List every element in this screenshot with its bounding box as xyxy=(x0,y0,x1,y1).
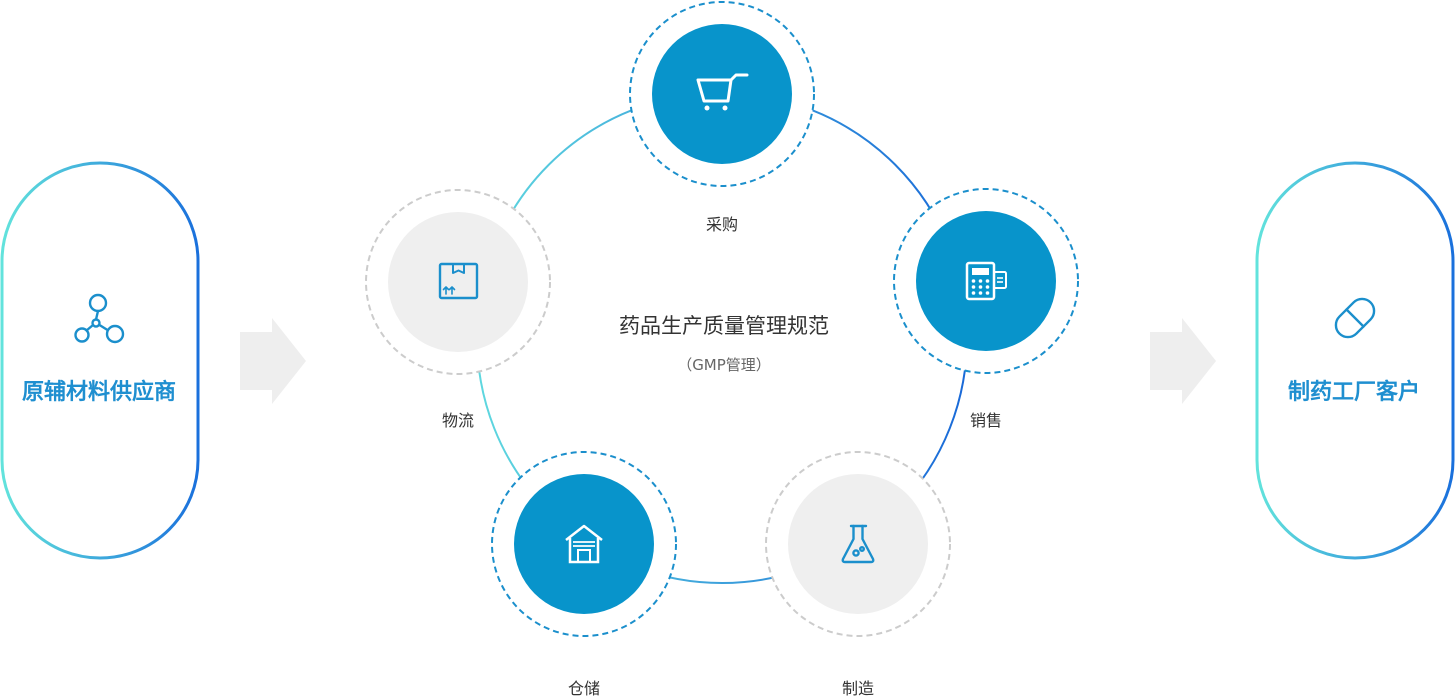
customer-label: 制药工厂客户 xyxy=(1288,379,1420,405)
warehouse-icon xyxy=(565,524,603,564)
supplier-pill: 原辅材料供应商 xyxy=(0,161,200,560)
customer-pill: 制药工厂客户 xyxy=(1255,161,1455,560)
node-sales[interactable]: 销售 xyxy=(893,188,1079,430)
capsule-icon xyxy=(1334,297,1376,339)
package-box-icon xyxy=(438,262,479,300)
shopping-cart-icon xyxy=(696,73,749,111)
supplier-label: 原辅材料供应商 xyxy=(22,379,176,405)
customer-pill-border xyxy=(1255,161,1455,560)
node-manufacturing-label: 制造 xyxy=(842,679,874,697)
pos-terminal-icon xyxy=(965,261,1007,301)
node-purchase-label: 采购 xyxy=(706,215,738,234)
molecule-icon xyxy=(74,293,125,344)
center-title: 药品生产质量管理规范 xyxy=(619,314,829,338)
node-warehouse-disc xyxy=(514,474,654,614)
supplier-pill-border xyxy=(0,161,200,560)
center-subtitle: （GMP管理） xyxy=(677,356,771,374)
node-logistics-label: 物流 xyxy=(442,411,474,430)
node-warehouse[interactable]: 仓储 xyxy=(491,451,677,697)
flask-icon xyxy=(841,524,875,564)
node-manufacturing[interactable]: 制造 xyxy=(765,451,951,697)
node-logistics-disc xyxy=(388,212,528,352)
node-warehouse-label: 仓储 xyxy=(568,679,600,697)
node-logistics[interactable]: 物流 xyxy=(365,189,551,430)
flow-arrow-right xyxy=(1150,318,1216,404)
flow-arrow-left xyxy=(240,318,306,404)
node-sales-label: 销售 xyxy=(970,411,1002,430)
node-purchase-disc xyxy=(652,24,792,164)
node-manufacturing-disc xyxy=(788,474,928,614)
node-purchase[interactable]: 采购 xyxy=(629,1,815,234)
